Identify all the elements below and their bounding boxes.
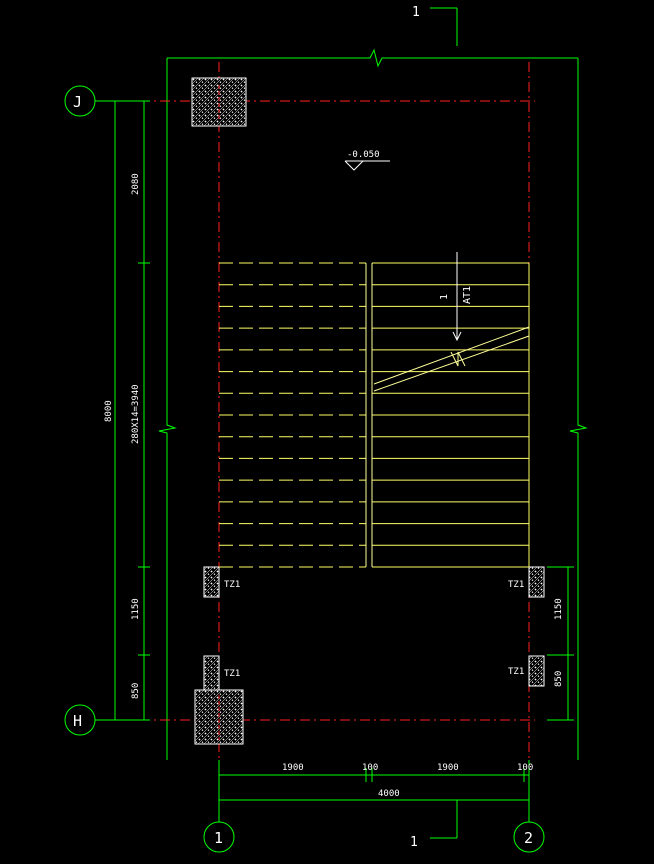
dimension-bottom-right-label: 1900	[437, 763, 459, 773]
grid-bubble-J[interactable]: J	[64, 85, 150, 117]
label-tz1-right-upper: TZ1	[508, 580, 524, 590]
label-tz1-left-lower: TZ1	[224, 669, 240, 679]
section-marker-top	[430, 7, 458, 46]
svg-text:2: 2	[524, 829, 533, 847]
section-marker-bottom	[430, 800, 458, 839]
svg-text:1: 1	[214, 829, 223, 847]
dimension-bottom-total-label: 4000	[378, 789, 400, 799]
dimension-right-chain	[547, 566, 574, 721]
grid-bubble-H[interactable]: H	[64, 704, 150, 736]
column-top-left[interactable]	[191, 77, 247, 127]
column-tz1-right-lower[interactable]	[528, 655, 545, 687]
elevation-triangle-icon	[344, 160, 390, 171]
column-tz1-right-upper[interactable]	[528, 566, 545, 598]
concrete-hatch-icon[interactable]	[203, 566, 220, 598]
label-tz1-left-upper: TZ1	[224, 580, 240, 590]
section-cut-arrow	[452, 252, 462, 342]
dimension-bottom-total	[218, 793, 530, 807]
stair-label-number: 1	[439, 294, 450, 300]
dimension-bottom-mid-label: 100	[362, 763, 378, 773]
outer-wall-lines	[166, 57, 579, 760]
section-marker-bottom-label: 1	[410, 835, 418, 850]
section-marker-top-label: 1	[412, 5, 420, 20]
axis-lines	[120, 62, 535, 760]
column-tz1-left-lower[interactable]	[203, 655, 220, 691]
dimension-bottom-left-label: 1900	[282, 763, 304, 773]
dimension-left-chain	[138, 100, 150, 721]
dimension-left-top-label: 2080	[131, 173, 141, 195]
label-tz1-right-lower: TZ1	[508, 667, 524, 677]
svg-text:J: J	[73, 93, 82, 111]
elevation-label: -0.050	[347, 150, 380, 160]
svg-text:H: H	[73, 712, 82, 730]
dimension-bottom-edge-label: 100	[517, 763, 533, 773]
stair-treads	[219, 262, 530, 568]
dimension-left-total-label: 8000	[104, 400, 114, 422]
stair-direction-arrow	[373, 326, 530, 392]
dimension-right-landing-label: 1150	[554, 598, 564, 620]
dimension-right-bottom-label: 850	[554, 671, 564, 687]
column-bottom-left[interactable]	[194, 689, 244, 745]
dimension-left-bottom-label: 850	[131, 683, 141, 699]
dimension-bottom-chain	[218, 768, 530, 782]
stair-handrail	[365, 263, 373, 567]
dimension-left-total	[109, 100, 121, 721]
stair-label-code: AT1	[462, 286, 473, 304]
dimension-left-stairs-label: 280X14=3940	[131, 384, 141, 444]
break-line-icon	[158, 48, 588, 439]
dimension-left-landing-label: 1150	[131, 598, 141, 620]
